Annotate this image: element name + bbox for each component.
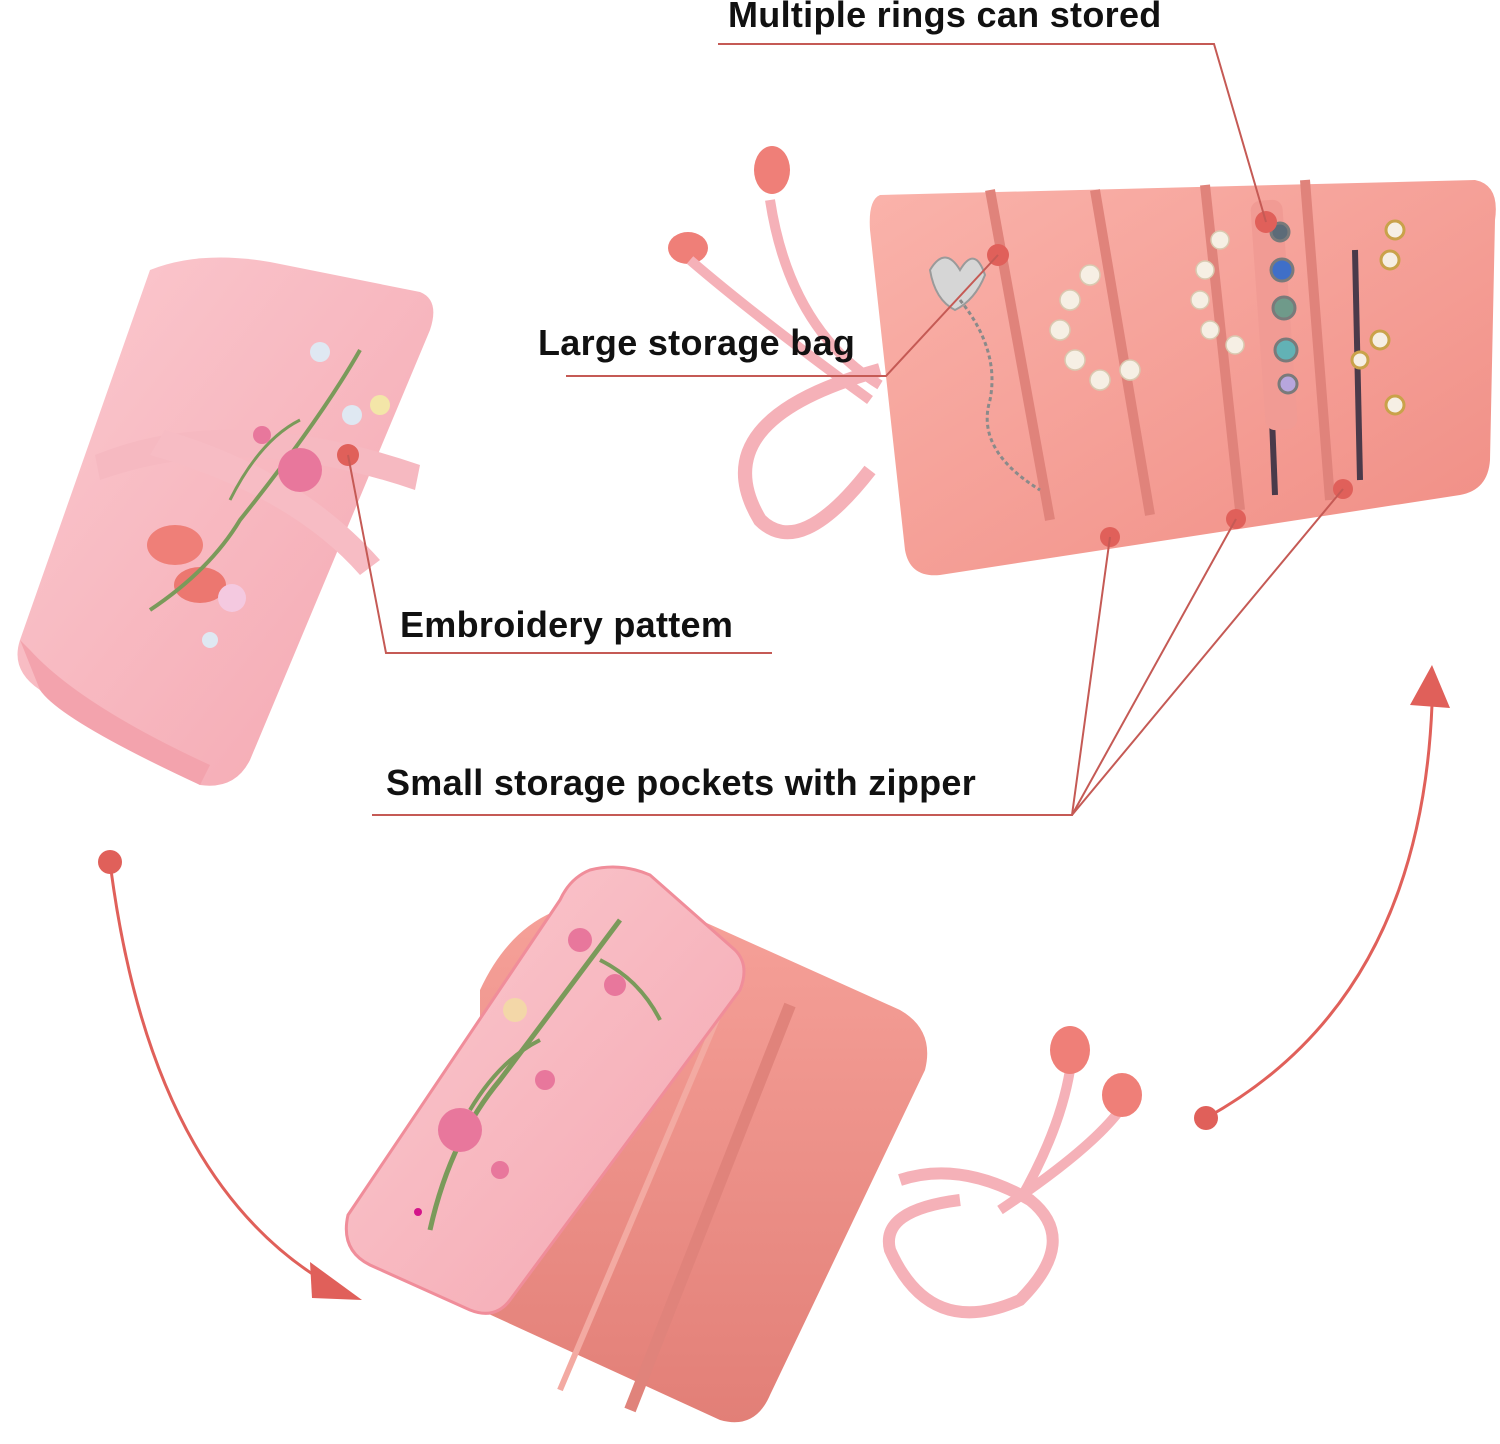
small-pockets-callout-label: Small storage pockets with zipper — [386, 762, 977, 803]
arrow-up-icon — [1194, 665, 1450, 1130]
arrow-down-right-icon — [98, 850, 362, 1300]
rings-callout-label: Multiple rings can stored — [728, 0, 1162, 35]
half-open-pouch-image — [344, 865, 1142, 1423]
rolled-pouch-image — [17, 257, 772, 786]
large-bag-callout-label: Large storage bag — [538, 322, 856, 363]
embroidery-pattern — [148, 342, 390, 648]
embroidery-callout-label: Embroidery pattem — [400, 604, 734, 645]
embroidery-pattern-bottom — [414, 918, 662, 1231]
open-pouch-image — [372, 43, 1496, 816]
